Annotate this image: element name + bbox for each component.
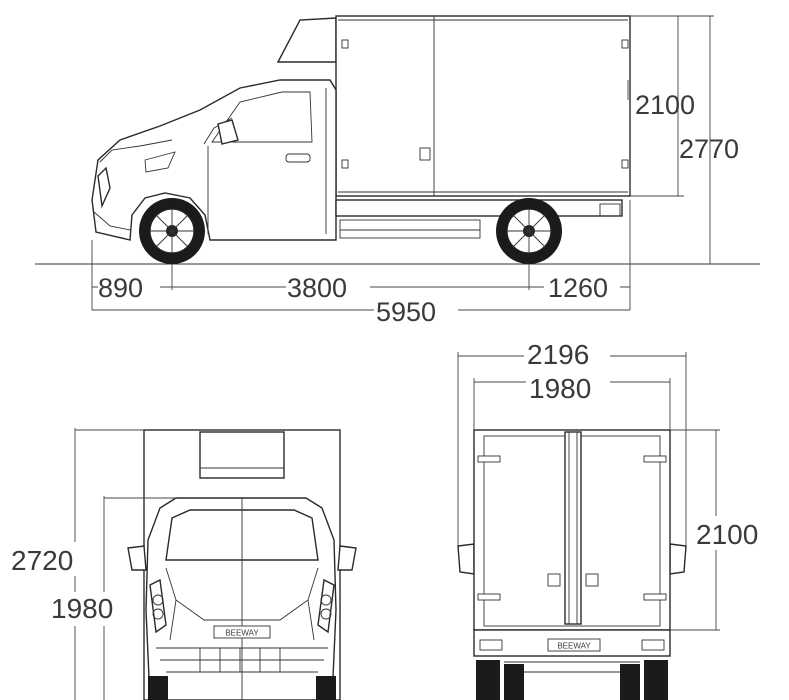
side-mirror [217, 119, 239, 145]
cargo-box [335, 15, 631, 197]
front-overhang-label: 890 [98, 273, 143, 303]
side-window [211, 91, 313, 143]
rear-left-lamp [479, 639, 503, 651]
side-overall-height-label: 2770 [679, 134, 739, 164]
side-view: 2100 2770 890 3800 1260 5950 [35, 15, 760, 327]
rear-mirror-width-label: 2196 [527, 339, 589, 370]
front-cab-height-label: 1980 [51, 593, 113, 624]
rear-body-width-label: 1980 [529, 373, 591, 404]
headlight [97, 166, 111, 209]
wheelbase-label: 3800 [287, 273, 347, 303]
front-wheel [139, 198, 205, 264]
battery-pack [339, 219, 481, 239]
rear-right-lamp [641, 639, 665, 651]
rear-bumper-logo: BEEWAY [557, 642, 591, 651]
front-left-tire [148, 676, 168, 700]
rear-right-tire [644, 660, 668, 700]
front-right-tire [316, 676, 336, 700]
rear-view: BEEWAY 2196 1980 2100 [457, 338, 778, 700]
rear-door-handle [547, 573, 561, 587]
rear-door-center-post [564, 431, 582, 625]
overall-length-label: 5950 [376, 297, 436, 327]
front-grille-logo: BEEWAY [225, 629, 259, 638]
roof-refrigeration-unit [276, 17, 337, 63]
front-overall-height-label: 2720 [11, 545, 73, 576]
rear-box-height-label: 2100 [696, 519, 758, 550]
cargo-door-handle [419, 147, 431, 161]
front-left-mirror [127, 545, 147, 571]
front-right-mirror [337, 545, 357, 571]
rear-right-mirror [669, 543, 687, 575]
rear-left-mirror [457, 543, 475, 575]
rear-badge [547, 638, 601, 652]
cab-body [91, 79, 337, 241]
rear-hinge [477, 455, 501, 463]
front-view: BEEWAY 2720 1980 [8, 428, 357, 700]
side-box-height-label: 2100 [635, 90, 695, 120]
rear-overhang-label: 1260 [548, 273, 608, 303]
front-refrigeration-unit [199, 431, 285, 479]
cab-door [207, 88, 327, 234]
rear-left-tire [476, 660, 500, 700]
rear-bumper [473, 629, 671, 657]
rear-wheel [496, 198, 562, 264]
door-handle [285, 153, 311, 163]
front-badge [213, 625, 271, 639]
chassis-frame [335, 199, 623, 217]
